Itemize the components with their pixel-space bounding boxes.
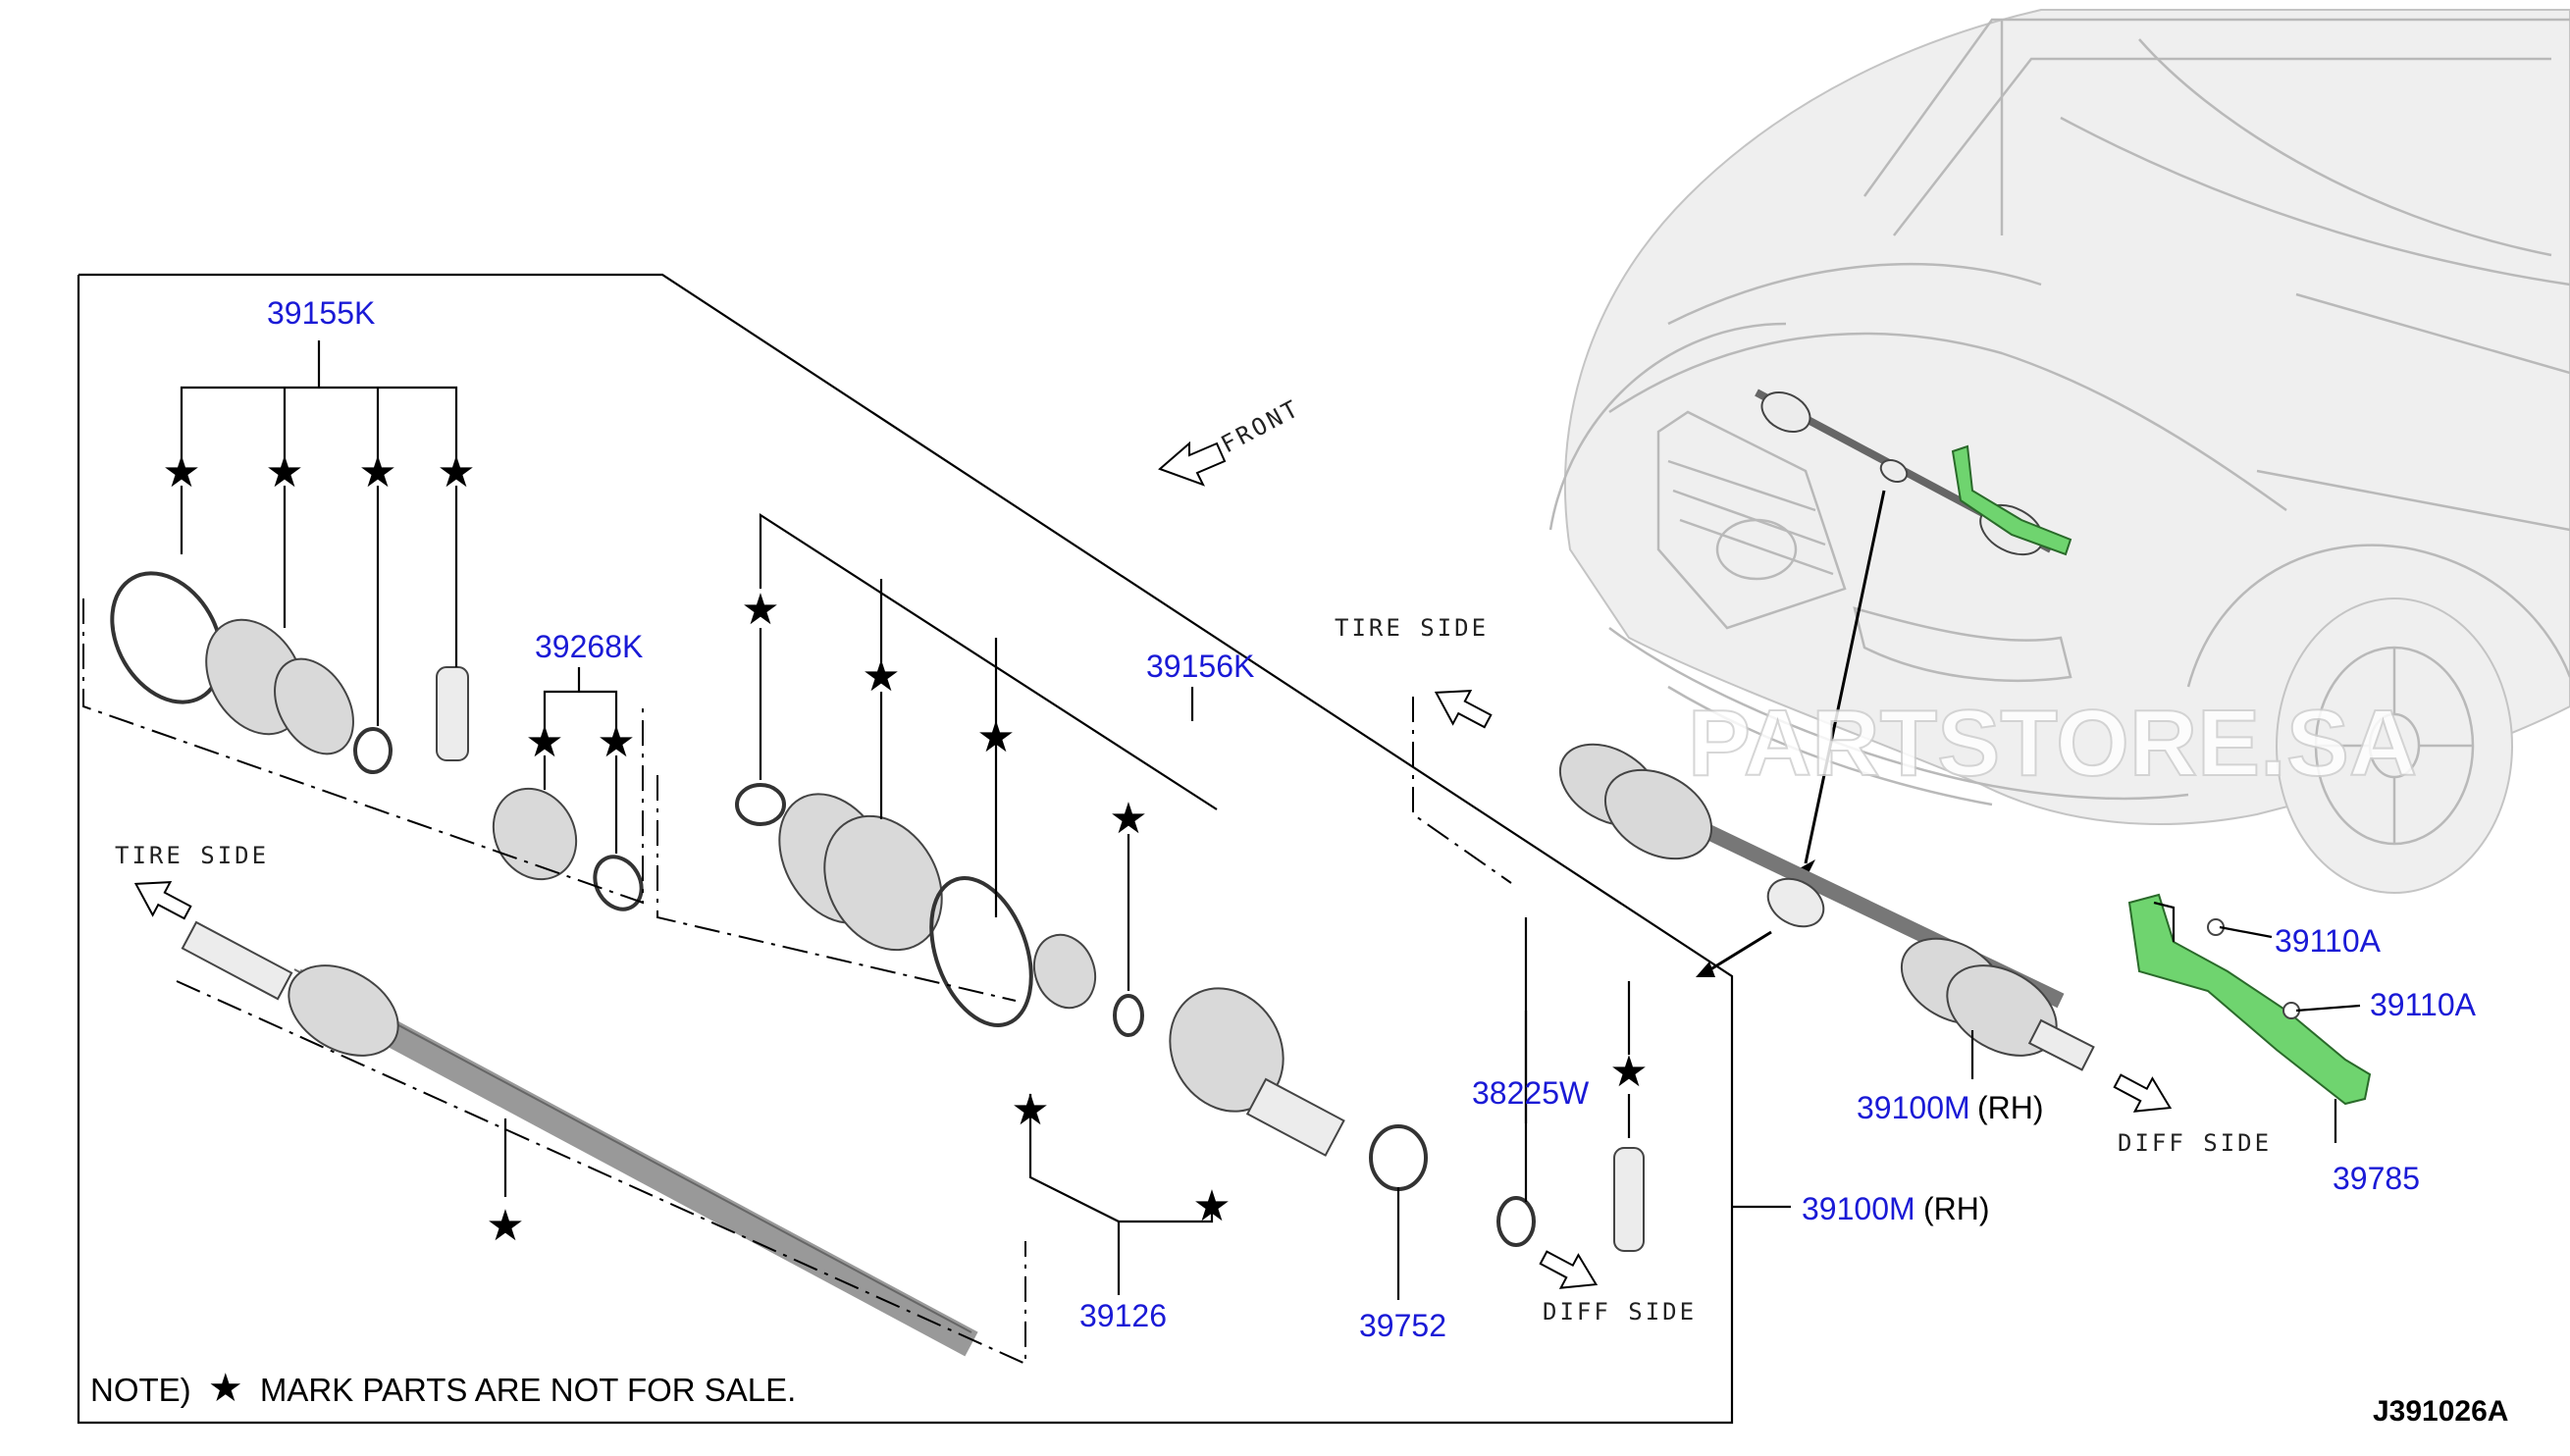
- exploded-leaders: [180, 340, 1791, 1300]
- part-number-39126[interactable]: 39126: [1079, 1298, 1167, 1333]
- watermark: PARTSTORE.SA: [1688, 691, 2417, 796]
- axle-shaft: [181, 920, 978, 1357]
- part-number-39100m-car[interactable]: 39100M: [1857, 1090, 1970, 1125]
- vehicle-illustration: [1548, 9, 2570, 894]
- star-mark: ★: [1011, 1085, 1049, 1135]
- part-number-39785[interactable]: 39785: [2333, 1161, 2420, 1196]
- diff-side-arrow-car: [2113, 1073, 2173, 1113]
- tire-side-label-left: TIRE SIDE: [115, 842, 269, 869]
- star-mark: ★: [525, 717, 563, 767]
- diff-side-arrow-exploded: [1539, 1250, 1599, 1289]
- note-prefix: NOTE): [90, 1372, 191, 1408]
- part-number-39100m-exploded[interactable]: 39100M: [1802, 1191, 1915, 1226]
- side-rh-exploded: (RH): [1923, 1191, 1990, 1226]
- bracket-in-vehicle: [1951, 444, 2072, 556]
- star-mark: ★: [486, 1201, 524, 1251]
- star-mark: ★: [437, 447, 475, 497]
- diff-side-label-car: DIFF SIDE: [2118, 1129, 2272, 1157]
- star-mark: ★: [862, 651, 900, 702]
- phantom-lines: [82, 598, 1512, 1366]
- diff-side-label-exploded: DIFF SIDE: [1543, 1298, 1697, 1326]
- star-mark: ★: [597, 717, 635, 767]
- note-text: MARK PARTS ARE NOT FOR SALE.: [260, 1372, 796, 1408]
- part-number-39268k[interactable]: 39268K: [535, 629, 643, 664]
- part-number-39110a-lower[interactable]: 39110A: [2370, 987, 2477, 1022]
- side-rh-car: (RH): [1977, 1090, 2044, 1125]
- star-mark: ★: [162, 447, 200, 497]
- star-mark: ★: [1609, 1047, 1648, 1097]
- part-number-39155k[interactable]: 39155K: [267, 295, 375, 331]
- part-number-39752[interactable]: 39752: [1359, 1308, 1446, 1343]
- part-number-39110a-upper[interactable]: 39110A: [2275, 923, 2382, 959]
- direction-arrows: [133, 441, 2173, 1289]
- exploded-parts: [110, 571, 1645, 1252]
- note-star: ★: [208, 1367, 243, 1410]
- diagram-code: J391026A: [2373, 1395, 2508, 1428]
- exploded-view-frame: [77, 273, 1734, 1425]
- star-mark: ★: [265, 447, 303, 497]
- note-line: NOTE) ★ MARK PARTS ARE NOT FOR SALE.: [90, 1367, 796, 1410]
- star-mark: ★: [358, 447, 396, 497]
- assembled-drive-shaft: [1558, 743, 2095, 1071]
- star-mark: ★: [976, 712, 1015, 762]
- tire-side-arrow-upper: [1434, 690, 1493, 729]
- star-mark: ★: [1192, 1181, 1231, 1231]
- star-mark: ★: [1109, 794, 1147, 844]
- part-number-39156k[interactable]: 39156K: [1146, 649, 1254, 684]
- part-number-38225w[interactable]: 38225W: [1472, 1075, 1590, 1111]
- car-side-leaders: [1970, 901, 2361, 1143]
- not-for-sale-stars: ★ ★ ★ ★ ★ ★ ★ ★ ★ ★ ★ ★ ★ ★: [162, 447, 1648, 1251]
- tire-side-label-upper: TIRE SIDE: [1335, 614, 1489, 642]
- front-label: FRONT: [1217, 394, 1305, 459]
- tire-side-arrow-left: [133, 881, 192, 920]
- star-mark: ★: [741, 585, 779, 635]
- front-arrow: [1158, 441, 1227, 487]
